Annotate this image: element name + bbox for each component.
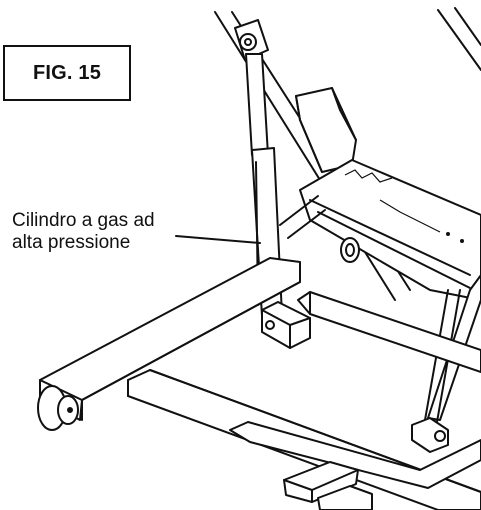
bottom-clamp bbox=[283, 461, 373, 510]
figure-label: FIG. 15 bbox=[32, 61, 102, 84]
figure-label-box: FIG. 15 bbox=[3, 45, 131, 101]
gas-cylinder-callout: Cilindro a gas ad alta pressione bbox=[12, 210, 212, 254]
front-caster-wheel bbox=[37, 385, 79, 431]
rear-wheel bbox=[340, 237, 360, 263]
upper-pivot-bracket bbox=[234, 19, 269, 61]
callout-line-1: Cilindro a gas ad bbox=[12, 210, 155, 231]
callout-line-2: alta pressione bbox=[12, 232, 131, 253]
deck-body bbox=[299, 159, 481, 301]
cylinder-base-mount bbox=[261, 301, 311, 349]
motor-hood bbox=[295, 87, 357, 173]
lower-cross-tube bbox=[229, 421, 481, 489]
brace-foot-mount bbox=[411, 417, 449, 453]
right-frame-rail bbox=[297, 291, 481, 373]
callout-leader-line bbox=[175, 235, 261, 244]
